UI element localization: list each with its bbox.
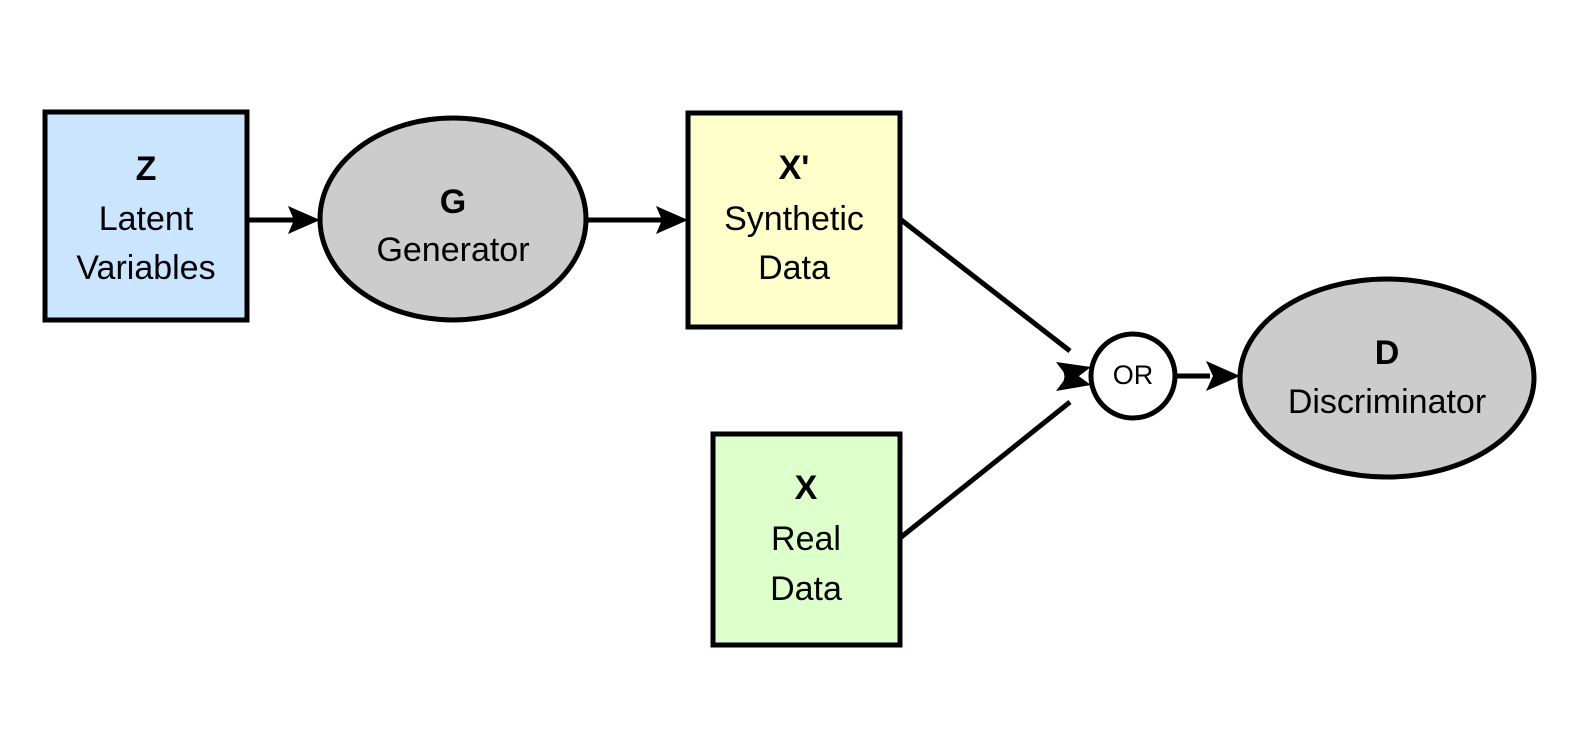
arrow-head-junction-discriminator bbox=[1206, 361, 1240, 391]
node-generator-shape[interactable] bbox=[317, 115, 589, 323]
node-real-data-desc-1: Real bbox=[771, 520, 841, 558]
edge-line-synthetic-junction bbox=[898, 217, 1072, 353]
node-generator-key: G bbox=[440, 183, 466, 221]
node-latent-variables-key: Z bbox=[136, 150, 157, 188]
edge-real-to-junction bbox=[898, 364, 1091, 540]
arrow-head-real-junction bbox=[1056, 364, 1091, 391]
node-real-data-shape[interactable] bbox=[710, 431, 903, 648]
node-or-junction[interactable]: OR bbox=[1088, 331, 1178, 421]
node-discriminator-desc-1: Discriminator bbox=[1288, 383, 1486, 421]
node-latent-variables-shape[interactable] bbox=[42, 109, 250, 323]
node-discriminator[interactable]: D Discriminator bbox=[1237, 276, 1537, 480]
node-discriminator-key: D bbox=[1375, 334, 1400, 372]
arrow-head-latent-generator bbox=[288, 206, 320, 234]
node-discriminator-shape[interactable] bbox=[1237, 276, 1537, 480]
edge-latent-to-generator bbox=[247, 206, 320, 234]
node-real-data-key: X bbox=[795, 469, 818, 507]
node-synthetic-data-key: X' bbox=[779, 149, 810, 187]
node-or-junction-shape[interactable] bbox=[1088, 331, 1178, 421]
edge-line-real-junction bbox=[898, 400, 1072, 540]
node-or-junction-label: OR bbox=[1113, 360, 1154, 390]
node-generator[interactable]: G Generator bbox=[317, 115, 589, 323]
node-latent-variables-desc-1: Latent bbox=[99, 200, 194, 238]
edge-junction-to-discriminator bbox=[1177, 361, 1240, 391]
arrow-head-generator-synthetic bbox=[656, 206, 688, 234]
node-latent-variables-desc-2: Variables bbox=[76, 249, 215, 287]
node-real-data[interactable]: X Real Data bbox=[710, 431, 903, 648]
node-synthetic-data-desc-2: Data bbox=[758, 249, 830, 287]
edge-synthetic-to-junction bbox=[898, 217, 1091, 389]
node-synthetic-data-desc-1: Synthetic bbox=[724, 200, 864, 238]
node-synthetic-data[interactable]: X' Synthetic Data bbox=[685, 110, 903, 330]
node-real-data-desc-2: Data bbox=[770, 570, 842, 608]
node-synthetic-data-shape[interactable] bbox=[685, 110, 903, 330]
node-generator-desc-1: Generator bbox=[376, 231, 529, 269]
edge-generator-to-synthetic bbox=[586, 206, 688, 234]
node-latent-variables[interactable]: Z Latent Variables bbox=[42, 109, 250, 323]
